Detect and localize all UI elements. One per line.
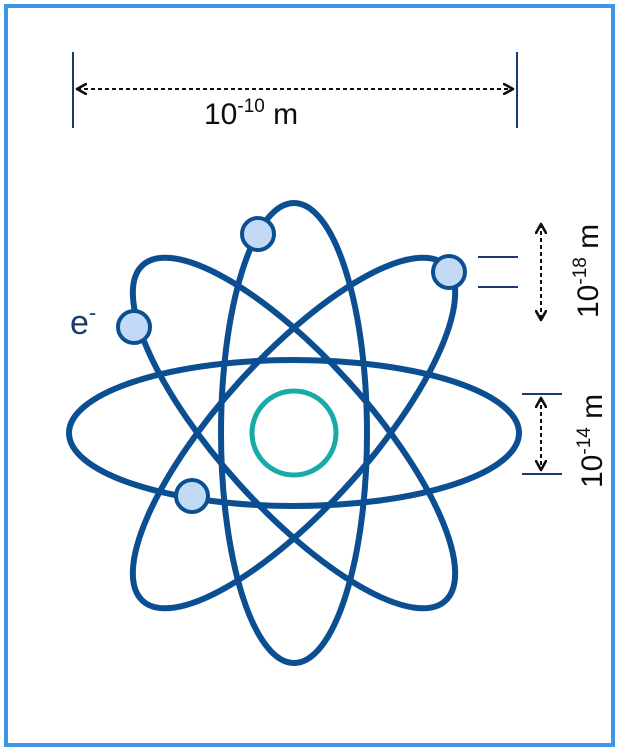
nucleus-size-label: 10-14 m — [574, 394, 609, 488]
electron-bottom-left — [174, 478, 210, 514]
orbit-vertical — [218, 200, 370, 666]
electron-top — [240, 216, 276, 252]
nucleus — [249, 388, 339, 478]
electron-left — [116, 309, 152, 345]
quark-size-label: 10-18 m — [570, 224, 605, 318]
orbit-horizontal — [66, 357, 522, 509]
electrons — [116, 216, 467, 514]
orbit-diagonal-left — [129, 254, 459, 612]
electron-label: e- — [70, 300, 96, 342]
atom-size-label: 10-10 m — [204, 96, 298, 131]
electron-right — [431, 254, 467, 290]
diagram-frame — [4, 4, 615, 747]
